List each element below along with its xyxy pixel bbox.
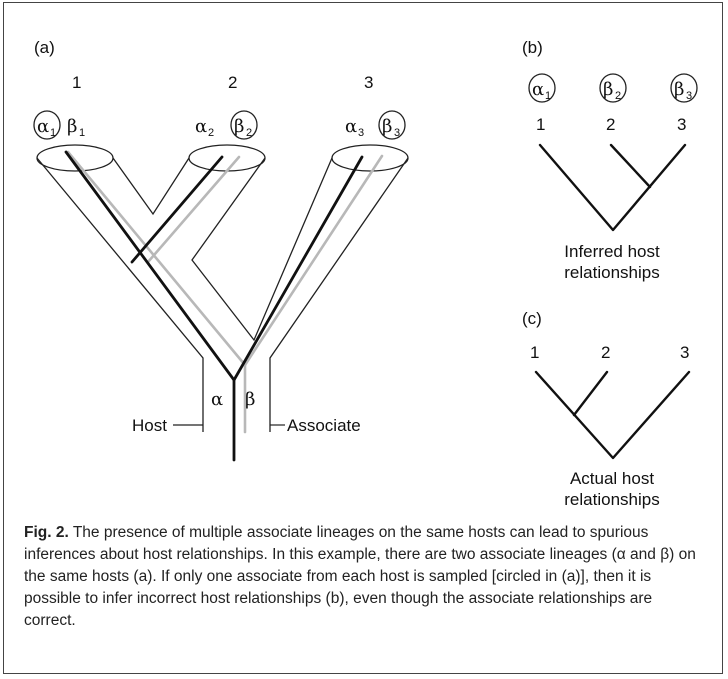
panel-b-tip2-number: 2 [606, 115, 615, 134]
panel-a-associate-label: Associate [287, 416, 361, 435]
panel-a-beta2-sub: 2 [246, 127, 252, 139]
panel-c-tip2-number: 2 [601, 343, 610, 362]
panel-a-host-label: Host [132, 416, 167, 435]
host-3-tip-ellipse [331, 144, 409, 172]
panel-a-beta3-circle [378, 110, 406, 140]
panel-a-beta1-sub: 1 [79, 127, 85, 139]
panel-a-alpha3-sub: 3 [358, 127, 364, 139]
panel-a-alpha-lineage [64, 150, 364, 462]
figure-frame [3, 2, 723, 674]
panel-b-tip1-number: 1 [536, 115, 545, 134]
beta-lineage-host2 [146, 155, 241, 264]
panel-b-label: (b) [522, 38, 543, 57]
panel-a-beta2-circle [230, 110, 258, 140]
beta-lineage-host3 [243, 154, 384, 367]
panel-a-host-2-number: 2 [228, 73, 237, 92]
panel-c-caption-line2: relationships [564, 490, 659, 509]
panel-a-alpha1-symbol: α [37, 116, 49, 137]
alpha-lineage-host3 [232, 155, 364, 382]
panel-c-tree-outer [534, 370, 691, 460]
panel-b-tip1-symbol: α [532, 79, 544, 100]
panel-a-beta-lineage [66, 150, 384, 434]
panel-b-tip3-symbol: β [674, 79, 684, 100]
panel-b-tip2-circle [599, 73, 627, 103]
host-tube-notch-2-3 [191, 157, 333, 342]
alpha-lineage-host2 [130, 155, 224, 264]
host-1-tip-ellipse [36, 144, 114, 172]
figure-caption-text: The presence of multiple associate linea… [24, 524, 696, 629]
panel-a-alpha2-symbol: α [195, 116, 207, 137]
panel-a-beta3-symbol: β [382, 116, 392, 137]
panel-b-caption-line1: Inferred host [564, 242, 660, 261]
panel-a-alpha1-sub: 1 [50, 127, 56, 139]
panel-a-host-tree [36, 144, 409, 432]
host-tube-notch-1-2 [112, 157, 190, 216]
panel-a-host-1-number: 1 [72, 73, 81, 92]
panel-a-beta2-symbol: β [234, 116, 244, 137]
panel-c-tree [534, 370, 691, 460]
panel-c-label: (c) [522, 309, 542, 328]
panel-c-tree-inner [572, 370, 609, 417]
panel-a-beta3-sub: 3 [394, 127, 400, 139]
panel-b-tree-outer [538, 143, 687, 232]
alpha-lineage-host1 [64, 150, 236, 462]
panel-a-alpha1-circle [33, 110, 61, 140]
panel-a-root-alpha: α [211, 389, 223, 410]
panel-a-label: (a) [34, 38, 55, 57]
panel-b-caption-line2: relationships [564, 263, 659, 282]
panel-a-alpha2-sub: 2 [208, 127, 214, 139]
panel-b-tip3-circle [670, 73, 698, 103]
panel-a-alpha3-symbol: α [345, 116, 357, 137]
panel-c-tip1-number: 1 [530, 343, 539, 362]
panel-a-host-3-number: 3 [364, 73, 373, 92]
panel-b-tip2-symbol: β [603, 79, 613, 100]
panel-b-tip3-number: 3 [677, 115, 686, 134]
panel-b-tip3-sub: 3 [686, 90, 692, 102]
figure-caption-label: Fig. 2. [24, 524, 69, 541]
panel-c-tip3-number: 3 [680, 343, 689, 362]
panel-b-tree [538, 143, 687, 232]
panel-b-tip1-sub: 1 [545, 90, 551, 102]
panel-b-tree-inner [609, 143, 652, 189]
panel-a-beta1-symbol: β [67, 116, 77, 137]
panel-b-tip1-circle [528, 73, 556, 103]
panel-b-tip2-sub: 2 [615, 90, 621, 102]
host-tube-left-edge [36, 157, 204, 432]
figure-caption: Fig. 2. The presence of multiple associa… [24, 522, 708, 632]
host-tube-right-edge [269, 157, 409, 432]
panel-a-root-beta: β [245, 389, 255, 410]
host-2-tip-ellipse [188, 144, 266, 172]
panel-c-caption-line1: Actual host [570, 469, 654, 488]
